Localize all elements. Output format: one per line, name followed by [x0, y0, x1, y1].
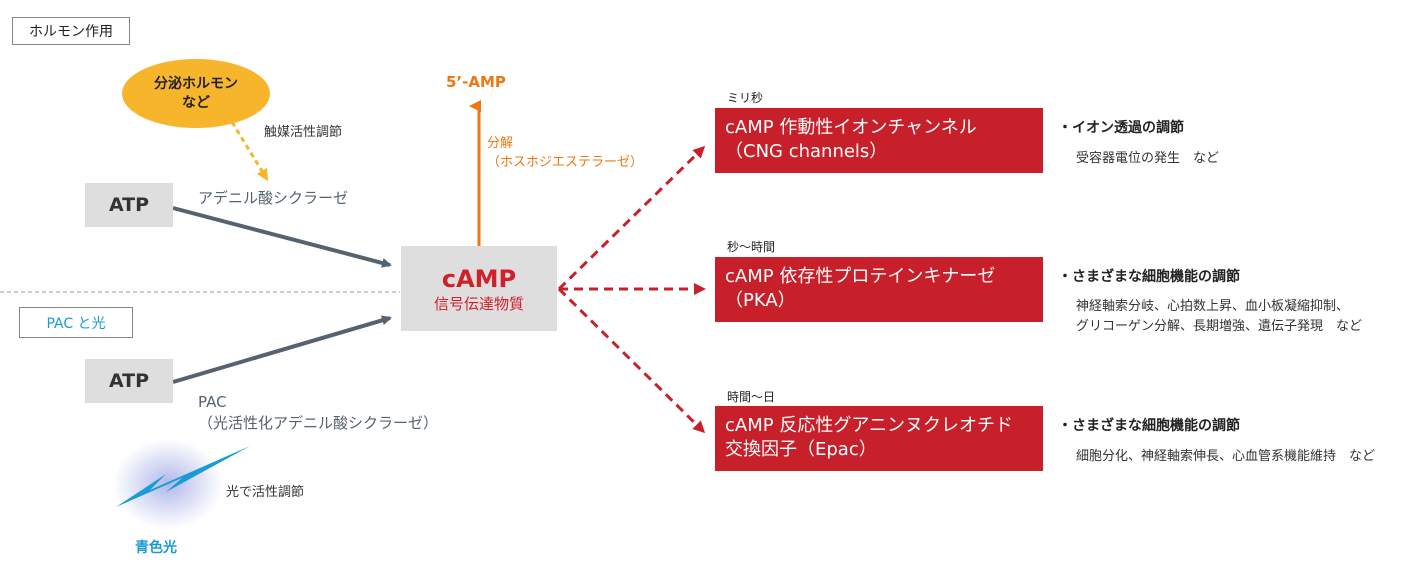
effector-cng-line1: cAMP 作動性イオンチャンネル [725, 117, 977, 138]
timescale-pka: 秒〜時間 [727, 240, 776, 254]
atp-node-bottom: ATP [85, 359, 173, 403]
effector-pka-line1: cAMP 依存性プロテインキナーゼ [725, 266, 996, 287]
effect-desc-pka-line2: グリコーゲン分解、長期増強、遺伝子発現 など [1076, 319, 1363, 334]
catalytic-regulation-label: 触媒活性調節 [264, 125, 343, 140]
decomposition-line2: （ホスホジエステラーゼ） [487, 155, 644, 170]
effect-title-cng: ・イオン透過の調節 [1058, 120, 1184, 136]
effector-epac-line2: 交換因子（Epac） [725, 439, 877, 460]
hormone-action-label: ホルモン作用 [12, 17, 130, 45]
adenylyl-cyclase-label: アデニル酸シクラーゼ [198, 189, 349, 207]
secretory-hormone-line2: など [182, 94, 210, 111]
blue-light-label: 青色光 [135, 540, 177, 556]
pac-label-line2: （光活性化アデニル酸シクラーゼ） [198, 414, 439, 432]
effector-cng-line2: （CNG channels） [725, 141, 888, 162]
effect-title-epac: ・さまざまな細胞機能の調節 [1058, 418, 1240, 434]
timescale-cng: ミリ秒 [727, 91, 764, 105]
effect-desc-cng-line1: 受容器電位の発生 など [1076, 151, 1220, 166]
effector-pka-box: cAMP 依存性プロテインキナーゼ （PKA） [715, 257, 1043, 322]
pac-and-light-label: PAC と光 [19, 307, 133, 338]
effector-pka-line2: （PKA） [725, 290, 796, 311]
effector-cng-box: cAMP 作動性イオンチャンネル （CNG channels） [715, 108, 1043, 173]
decomposition-line1: 分解 [487, 136, 514, 151]
second-messenger-label: 信号伝達物質 [433, 294, 524, 313]
decomposition-label: 分解 （ホスホジエステラーゼ） [487, 134, 643, 172]
camp-node: cAMP 信号伝達物質 [401, 246, 557, 331]
effect-desc-epac: 細胞分化、神経軸索伸長、心血管系機能維持 など [1076, 447, 1375, 467]
light-regulation-label: 光で活性調節 [226, 485, 305, 500]
camp-to-epac-arrow [557, 287, 706, 434]
effector-epac-line1: cAMP 反応性グアニンヌクレオチド [725, 415, 1013, 436]
hormone-to-cyclase-arrow [230, 121, 269, 182]
pac-label-line1: PAC [198, 393, 227, 411]
effect-desc-epac-line1: 細胞分化、神経軸索伸長、心血管系機能維持 など [1076, 449, 1376, 464]
camp-title: cAMP [441, 264, 517, 293]
effect-title-pka: ・さまざまな細胞機能の調節 [1058, 269, 1240, 285]
lightning-bolt-icon [113, 439, 250, 529]
effect-desc-cng: 受容器電位の発生 など [1076, 149, 1219, 169]
secretory-hormone-line1: 分泌ホルモン [154, 75, 238, 92]
pac-enzyme-label: PAC （光活性化アデニル酸シクラーゼ） [198, 392, 438, 434]
camp-to-cng-arrow [557, 145, 706, 291]
atp-to-camp-arrow-top [172, 206, 392, 268]
effector-epac-box: cAMP 反応性グアニンヌクレオチド 交換因子（Epac） [715, 406, 1043, 471]
effect-desc-pka: 神経軸索分岐、心拍数上昇、血小板凝縮抑制、 グリコーゲン分解、長期増強、遺伝子発… [1076, 297, 1362, 337]
secretory-hormone-node: 分泌ホルモン など [122, 59, 270, 128]
atp-node-top: ATP [85, 183, 173, 227]
atp-to-camp-arrow-bottom [172, 315, 392, 384]
five-amp-label: 5’-AMP [446, 73, 506, 91]
timescale-epac: 時間〜日 [727, 390, 776, 404]
effect-desc-pka-line1: 神経軸索分岐、心拍数上昇、血小板凝縮抑制、 [1076, 299, 1350, 314]
